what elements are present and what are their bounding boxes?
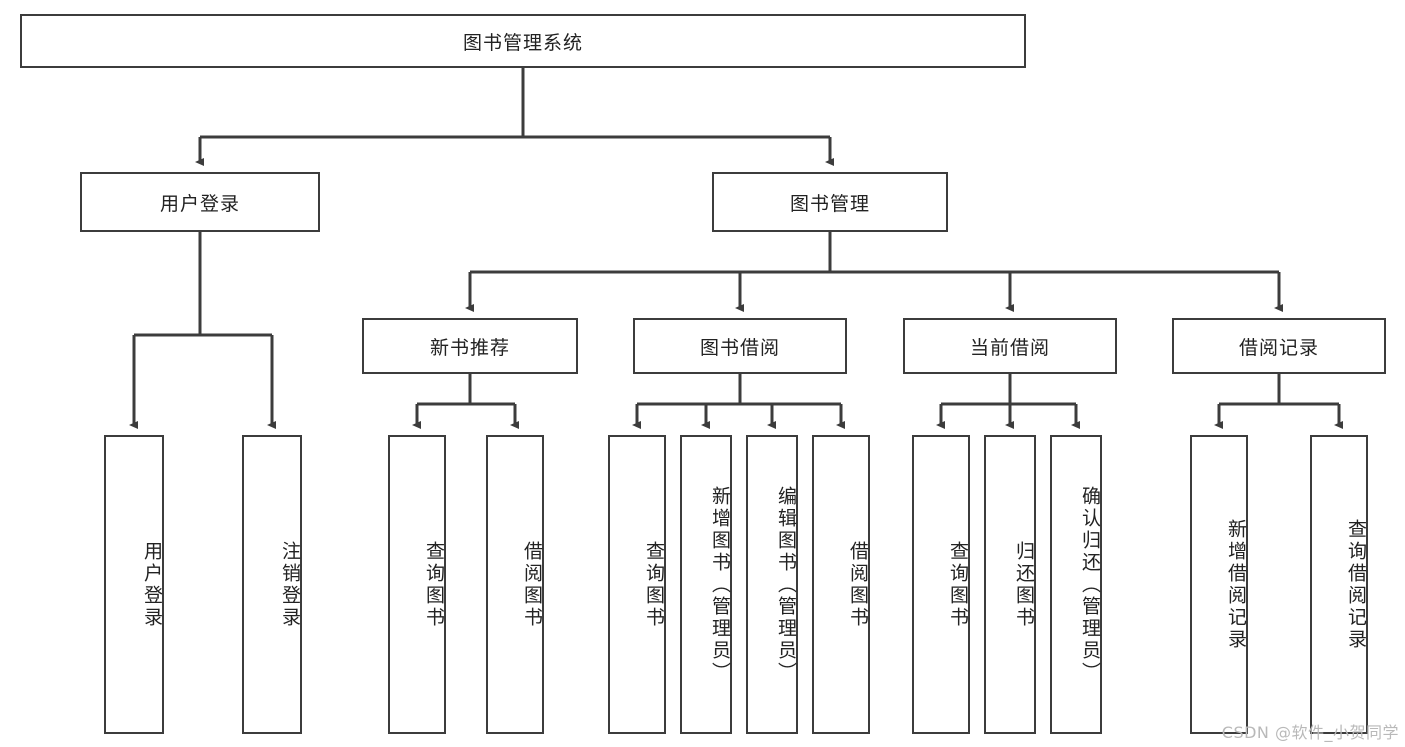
node-new-book-recommend[interactable]: 新书推荐 — [362, 318, 578, 374]
leaf-node[interactable]: 借阅图书 — [812, 435, 870, 734]
node-current-borrow[interactable]: 当前借阅 — [903, 318, 1117, 374]
leaf-node[interactable]: 新增图书（管理员） — [680, 435, 732, 734]
leaf-node[interactable]: 归还图书 — [984, 435, 1036, 734]
leaf-node[interactable]: 借阅图书 — [486, 435, 544, 734]
node-borrow-records[interactable]: 借阅记录 — [1172, 318, 1386, 374]
leaf-node[interactable]: 编辑图书（管理员） — [746, 435, 798, 734]
node-book-borrow[interactable]: 图书借阅 — [633, 318, 847, 374]
leaf-node[interactable]: 查询图书 — [388, 435, 446, 734]
leaf-node[interactable]: 查询图书 — [912, 435, 970, 734]
csdn-watermark: CSDN @软件_小贺同学 — [1221, 723, 1399, 742]
leaf-node[interactable]: 查询借阅记录 — [1310, 435, 1368, 734]
node-root[interactable]: 图书管理系统 — [20, 14, 1026, 68]
node-book-management[interactable]: 图书管理 — [712, 172, 948, 232]
leaf-node[interactable]: 新增借阅记录 — [1190, 435, 1248, 734]
leaf-node[interactable]: 用户登录 — [104, 435, 164, 734]
node-user-login[interactable]: 用户登录 — [80, 172, 320, 232]
leaf-node[interactable]: 确认归还（管理员） — [1050, 435, 1102, 734]
leaf-node[interactable]: 注销登录 — [242, 435, 302, 734]
leaf-node[interactable]: 查询图书 — [608, 435, 666, 734]
